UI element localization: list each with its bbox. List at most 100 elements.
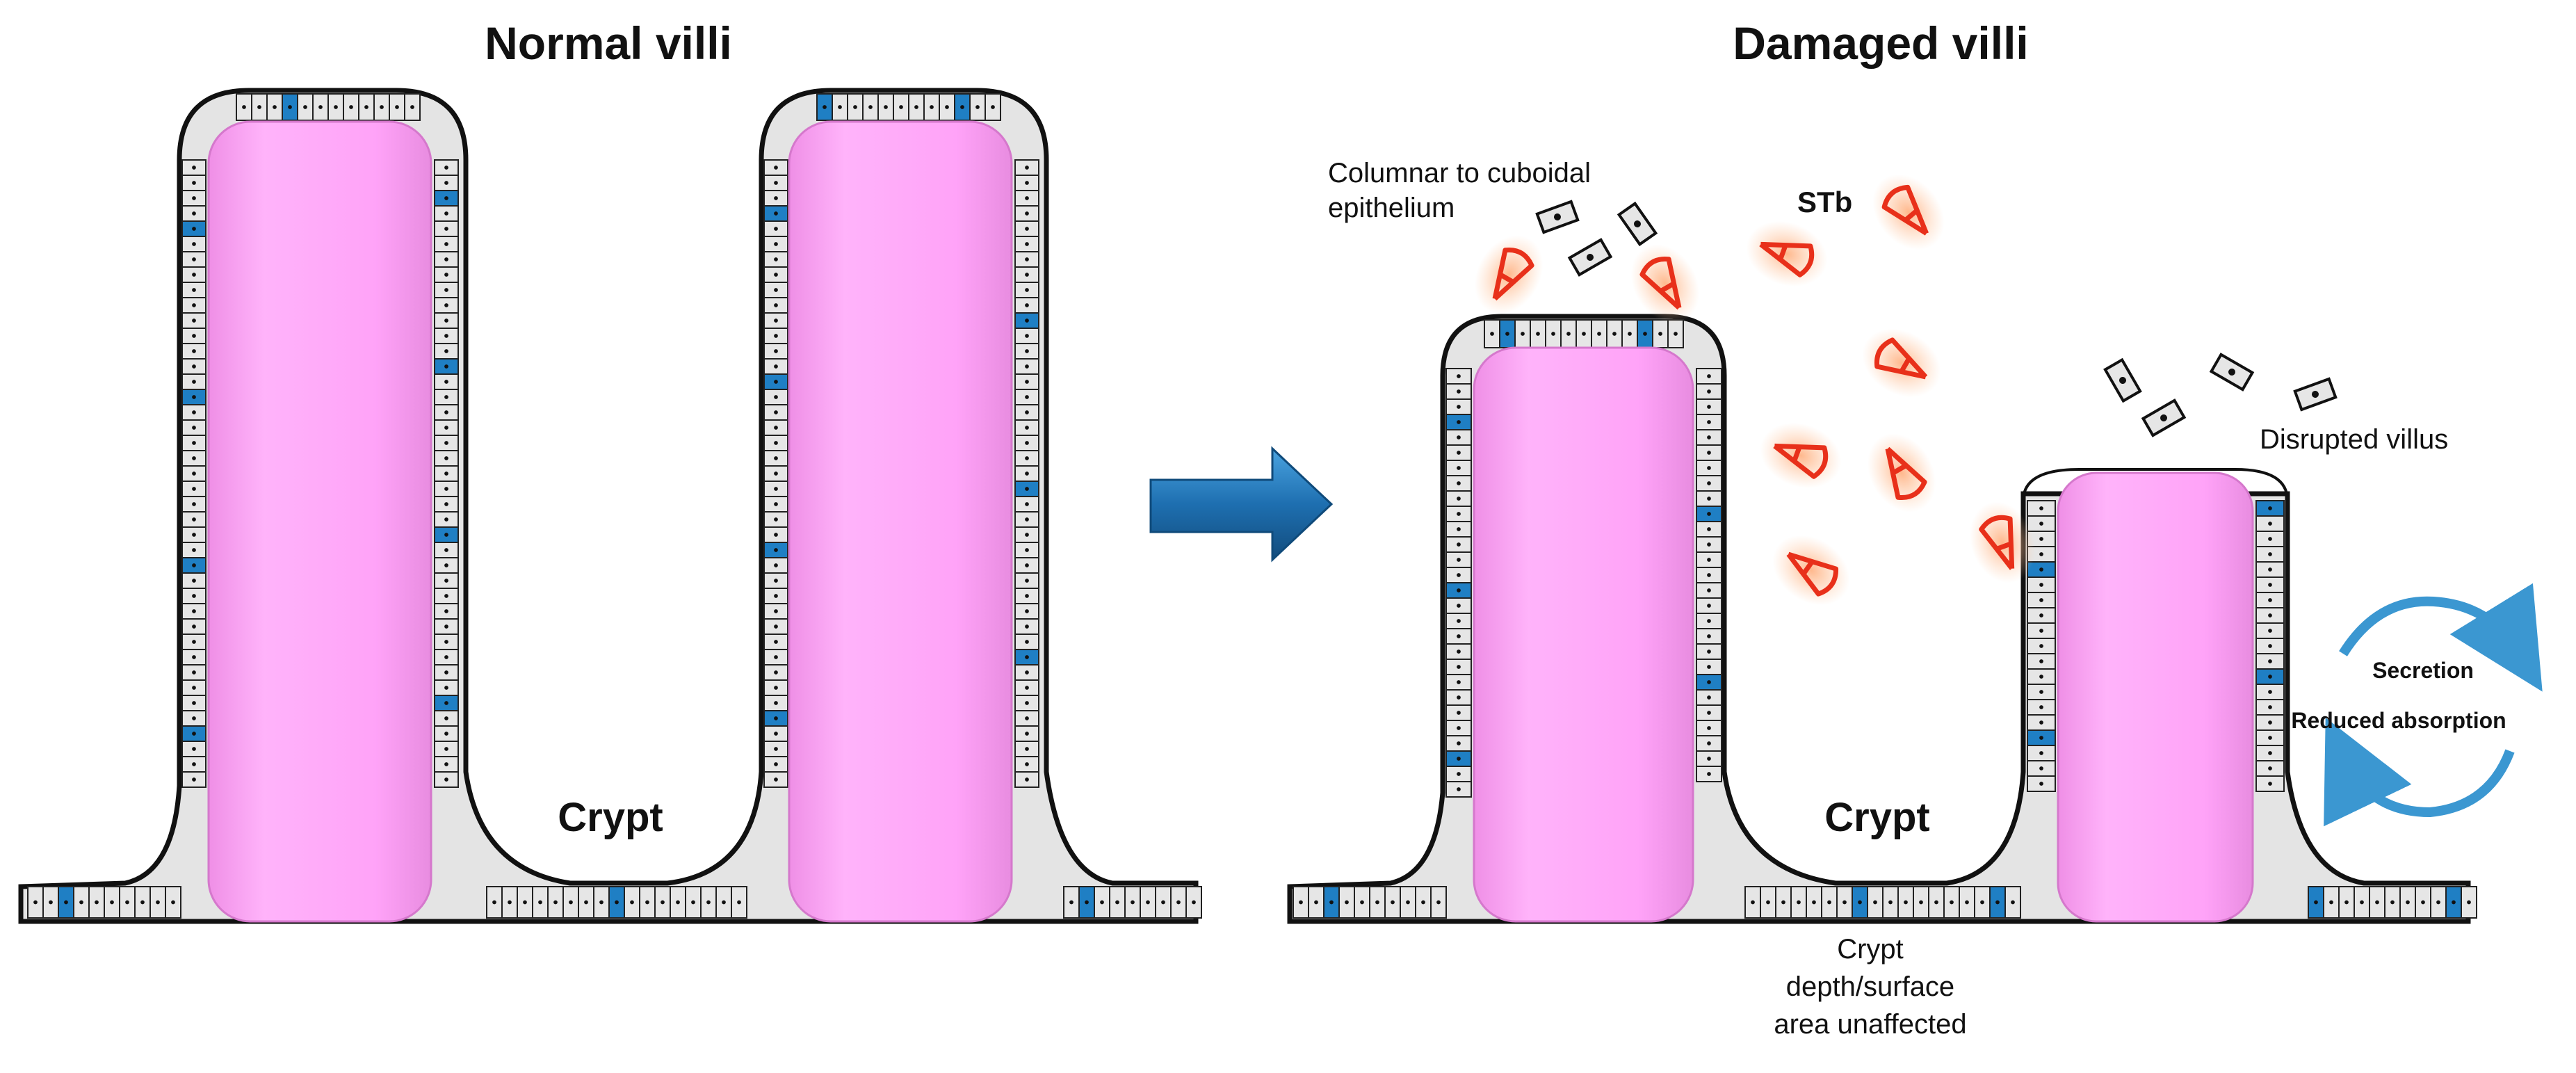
epithelial-cell — [2255, 531, 2285, 547]
epithelial-cell — [2255, 515, 2285, 532]
stb-toxin — [1969, 501, 2036, 583]
epithelial-cell — [2255, 653, 2285, 670]
epithelial-cell — [149, 886, 166, 919]
damaged-panel: Columnar to cuboidal epithelium STb Disr… — [1287, 158, 2543, 1040]
goblet-cell — [1014, 312, 1039, 329]
goblet-cell — [1696, 506, 1722, 522]
epithelial-cell — [763, 159, 788, 176]
goblet-cell — [181, 557, 206, 574]
epithelial-cell — [763, 511, 788, 528]
goblet-cell — [181, 220, 206, 237]
epithelial-cell — [2027, 515, 2056, 532]
epithelial-cell — [343, 93, 359, 121]
epithelial-cell — [1014, 251, 1039, 268]
epithelial-cell — [181, 649, 206, 665]
epithelial-cell — [908, 93, 925, 121]
epithelial-cell — [434, 419, 459, 436]
epithelial-cell — [1445, 506, 1472, 522]
epithelial-cell — [763, 328, 788, 344]
epithelial-cell — [763, 389, 788, 405]
epithelial-cell — [1014, 159, 1039, 176]
stb-toxin — [1746, 220, 1828, 287]
epithelial-cell — [763, 220, 788, 237]
epithelial-cell — [923, 93, 940, 121]
epithelial-cell — [1014, 373, 1039, 390]
epithelial-cell — [2027, 638, 2056, 654]
epithelial-cell — [1445, 643, 1472, 660]
epithelial-cell — [181, 603, 206, 620]
stb-toxin — [1474, 235, 1544, 314]
epithelial-cell — [1696, 536, 1722, 553]
epithelial-cell — [1014, 220, 1039, 237]
epithelial-cell — [181, 236, 206, 252]
epithelial-cell — [1696, 567, 1722, 583]
epithelial-cell — [2255, 745, 2285, 761]
epithelial-cell — [2384, 886, 2401, 919]
epithelial-cell — [1445, 460, 1472, 476]
epithelial-cell — [119, 886, 136, 919]
stb-toxin — [1867, 433, 1936, 513]
epithelial-cell — [763, 572, 788, 589]
epithelial-cell — [181, 312, 206, 329]
stb-label: STb — [1797, 186, 1852, 218]
goblet-cell — [58, 886, 74, 919]
epithelial-cell — [2323, 886, 2340, 919]
epithelial-cell — [1445, 368, 1472, 385]
epithelial-cell — [2027, 760, 2056, 777]
stb-toxin — [1772, 535, 1850, 606]
epithelial-cell — [2430, 886, 2447, 919]
epithelial-cell — [1014, 603, 1039, 620]
epithelial-cell — [2027, 714, 2056, 731]
epithelial-cell — [1445, 521, 1472, 538]
epithelial-cell — [685, 886, 702, 919]
epithelial-cell — [181, 251, 206, 268]
epithelial-cell — [2255, 638, 2285, 654]
damaged-crypt-label: Crypt — [1824, 795, 1929, 840]
epithelial-cell — [1293, 886, 1309, 919]
epithelial-cell — [1014, 496, 1039, 513]
epithelial-cell — [2027, 653, 2056, 670]
epithelial-cell — [1696, 429, 1722, 446]
epithelial-cell — [532, 886, 549, 919]
normal-crypt-label: Crypt — [558, 795, 663, 840]
epithelial-cell — [1155, 886, 1172, 919]
epithelial-cell — [434, 756, 459, 773]
stb-toxin — [1630, 244, 1700, 323]
epithelial-cell — [1014, 343, 1039, 360]
epithelial-cell — [2255, 729, 2285, 746]
goblet-cell — [2027, 729, 2056, 746]
epithelial-cell — [2027, 668, 2056, 685]
epithelial-cell — [434, 557, 459, 574]
epithelial-cell — [1882, 886, 1899, 919]
epithelial-cell — [763, 297, 788, 314]
epithelial-cell — [1696, 643, 1722, 660]
stb-toxin — [1862, 328, 1941, 398]
epithelial-cell — [1014, 511, 1039, 528]
disrupted-villus-tip — [2022, 468, 2289, 501]
epithelial-cell — [1696, 582, 1722, 599]
epithelial-cell — [434, 312, 459, 329]
epithelial-cell — [1445, 490, 1472, 507]
epithelial-cell — [1445, 429, 1472, 446]
epithelial-cell — [1014, 588, 1039, 604]
epithelial-cell — [1621, 319, 1638, 348]
epithelial-cell — [373, 93, 390, 121]
epithelial-cell — [1014, 266, 1039, 283]
goblet-cell — [1014, 649, 1039, 665]
epithelial-cell — [1445, 628, 1472, 645]
epithelial-cell — [2027, 622, 2056, 639]
epithelial-cell — [181, 328, 206, 344]
epithelial-cell — [1821, 886, 1838, 919]
epithelial-cell — [181, 159, 206, 176]
sloughed-cell — [1617, 201, 1658, 247]
goblet-cell — [1014, 481, 1039, 497]
goblet-cell — [434, 358, 459, 375]
epithelial-cell — [763, 175, 788, 191]
epithelial-cell — [404, 93, 421, 121]
epithelial-cell — [1308, 886, 1325, 919]
normal-villus-core-1 — [207, 120, 432, 923]
stb-toxin — [1760, 422, 1842, 489]
transition-arrow — [1149, 446, 1334, 563]
epithelial-cell — [1445, 781, 1472, 798]
epithelial-cell — [2027, 699, 2056, 716]
